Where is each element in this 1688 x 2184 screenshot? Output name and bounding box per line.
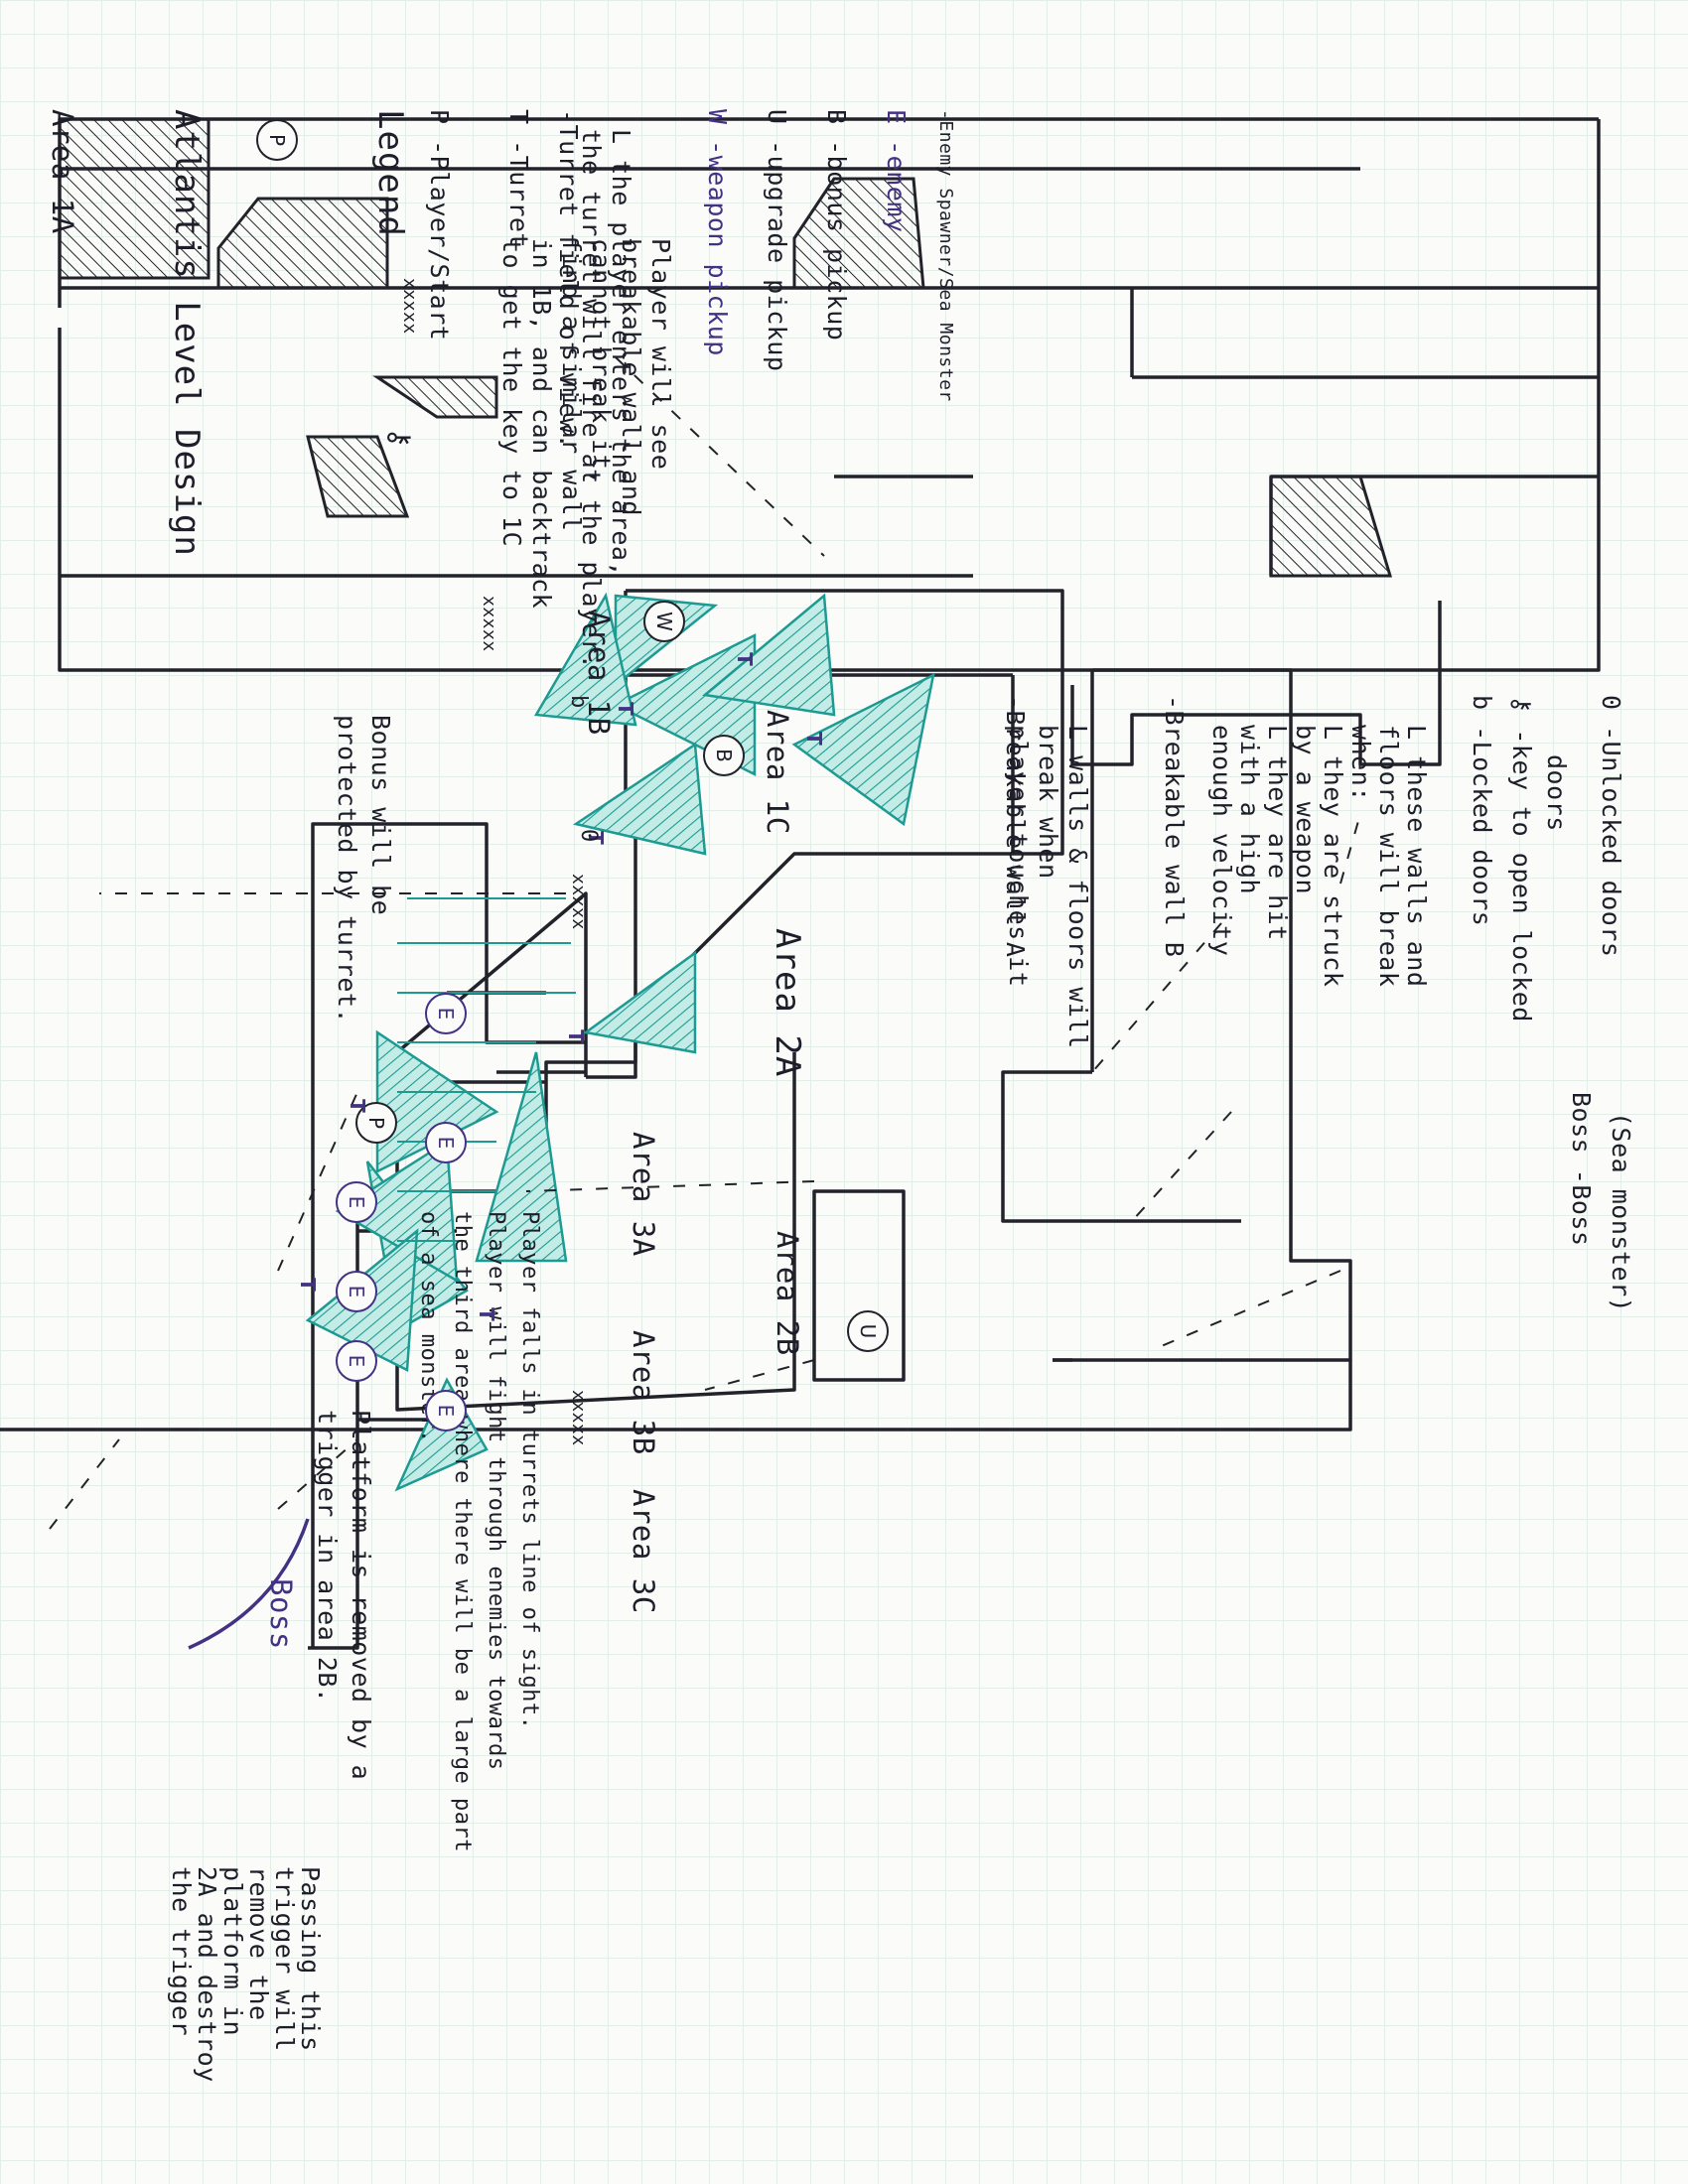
enemy-marker: E <box>425 993 467 1034</box>
area-label-2b: Area 2B <box>771 1231 804 1356</box>
enemy-marker: E <box>425 1122 467 1163</box>
water-lines <box>397 897 576 1242</box>
area-label-2a: Area 2A <box>768 928 807 1078</box>
area-label-1c: Area 1C <box>761 710 794 835</box>
enemy-marker: E <box>336 1340 377 1382</box>
legend-boss: Boss -Boss <box>1567 1092 1596 1247</box>
legend-weapon: W -weapon pickup <box>703 109 732 356</box>
player-start-marker: P <box>256 119 298 161</box>
breakable-marker: xxxxx <box>568 1390 589 1446</box>
legend-key: ⚷ -key to open locked <box>1507 695 1536 1023</box>
upgrade-pickup-marker: U <box>847 1310 889 1352</box>
enemy-marker: E <box>336 1271 377 1312</box>
area-label-1a: Area 1A <box>46 109 79 234</box>
page-title: Atlantis Level Design <box>167 109 207 557</box>
solid-blocks <box>58 117 1393 578</box>
breakable-marker: xxxxx <box>568 874 589 930</box>
legend-break-b: -Breakable wall B <box>1160 695 1189 958</box>
area-label-3b: Area 3B <box>627 1330 660 1455</box>
turret-marker: T <box>564 1029 588 1043</box>
turret-marker: T <box>475 1307 498 1321</box>
legend-locked: b -Locked doors <box>1468 695 1496 927</box>
area-2a-outline <box>395 668 1352 1412</box>
legend-upgrade: U -upgrade pickup <box>763 109 791 372</box>
legend-boss-note: (Sea monster) <box>1607 1112 1635 1313</box>
legend-spawner: -Enemy Spawner/Sea Monster <box>935 109 956 402</box>
legend-turret-fov-note: L the player enters the area,the turret … <box>577 129 635 670</box>
breakable-marker: xxxxx <box>479 596 499 652</box>
legend-unlocked: 0 -Unlocked doors <box>1597 695 1625 958</box>
turret-marker: T <box>346 1099 369 1113</box>
area-label-3c: Area 3C <box>627 1489 660 1614</box>
legend-bonus: B -bonus pickup <box>822 109 851 341</box>
unlocked-door-marker: 0 <box>576 829 601 843</box>
area-2b-outline <box>0 1189 1352 1432</box>
turret-marker: T <box>614 702 637 716</box>
enemy-marker: E <box>425 1390 467 1432</box>
legend-key-2: doors <box>1542 754 1571 832</box>
locked-door-marker: b <box>566 695 591 709</box>
legend-enemy: E -enemy <box>882 109 911 233</box>
boss-marker: Boss <box>264 1578 298 1650</box>
legend-title: Legend <box>370 109 410 237</box>
boss-arc <box>188 1518 310 1650</box>
legend-player: P -Player/Start <box>425 109 454 341</box>
weapon-pickup-marker: W <box>643 601 685 642</box>
bonus-pickup-marker: B <box>703 735 745 776</box>
turret-marker: T <box>296 1278 320 1292</box>
turret-marker: T <box>802 732 826 746</box>
enemy-marker: E <box>336 1181 377 1223</box>
turret-marker: T <box>733 652 757 666</box>
guide-lines <box>49 356 1361 1530</box>
area-label-3a: Area 3A <box>627 1132 660 1257</box>
connector-1a-1b <box>1070 670 1442 766</box>
legend-turret: T -Turret <box>504 109 533 248</box>
key-marker: ⚷ <box>383 427 417 449</box>
